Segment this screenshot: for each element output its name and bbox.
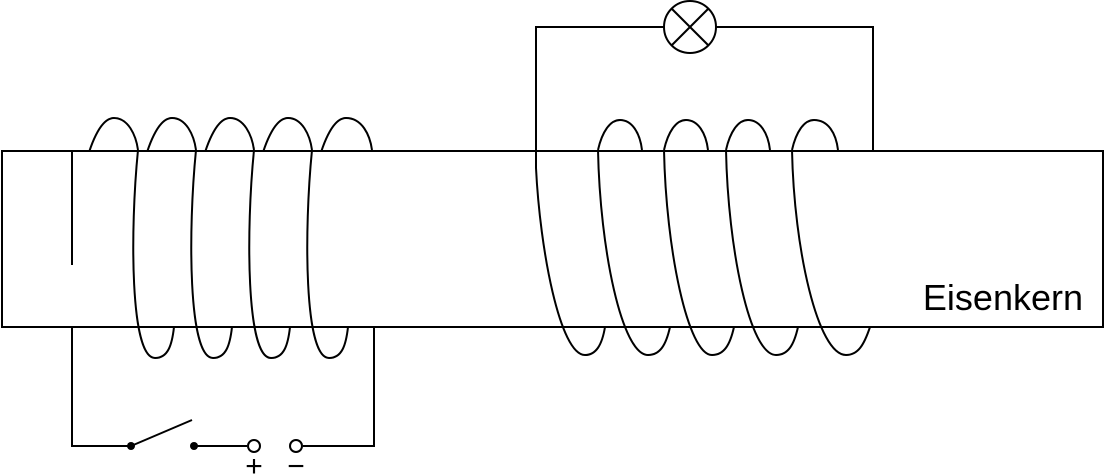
primary-coil-front — [71, 149, 373, 360]
iron-core — [1, 150, 1104, 328]
plus-label: + — [245, 450, 263, 476]
plus-terminal-icon — [247, 439, 261, 453]
lamp-icon — [663, 0, 717, 54]
switch-icon — [127, 419, 198, 450]
primary-circuit — [71, 327, 375, 447]
core-label: Eisenkern — [923, 277, 1083, 318]
secondary-coil-back — [597, 118, 839, 151]
secondary-circuit — [535, 26, 874, 168]
minus-label: − — [287, 450, 305, 476]
minus-terminal-icon — [289, 439, 303, 453]
secondary-coil-front — [535, 149, 871, 357]
